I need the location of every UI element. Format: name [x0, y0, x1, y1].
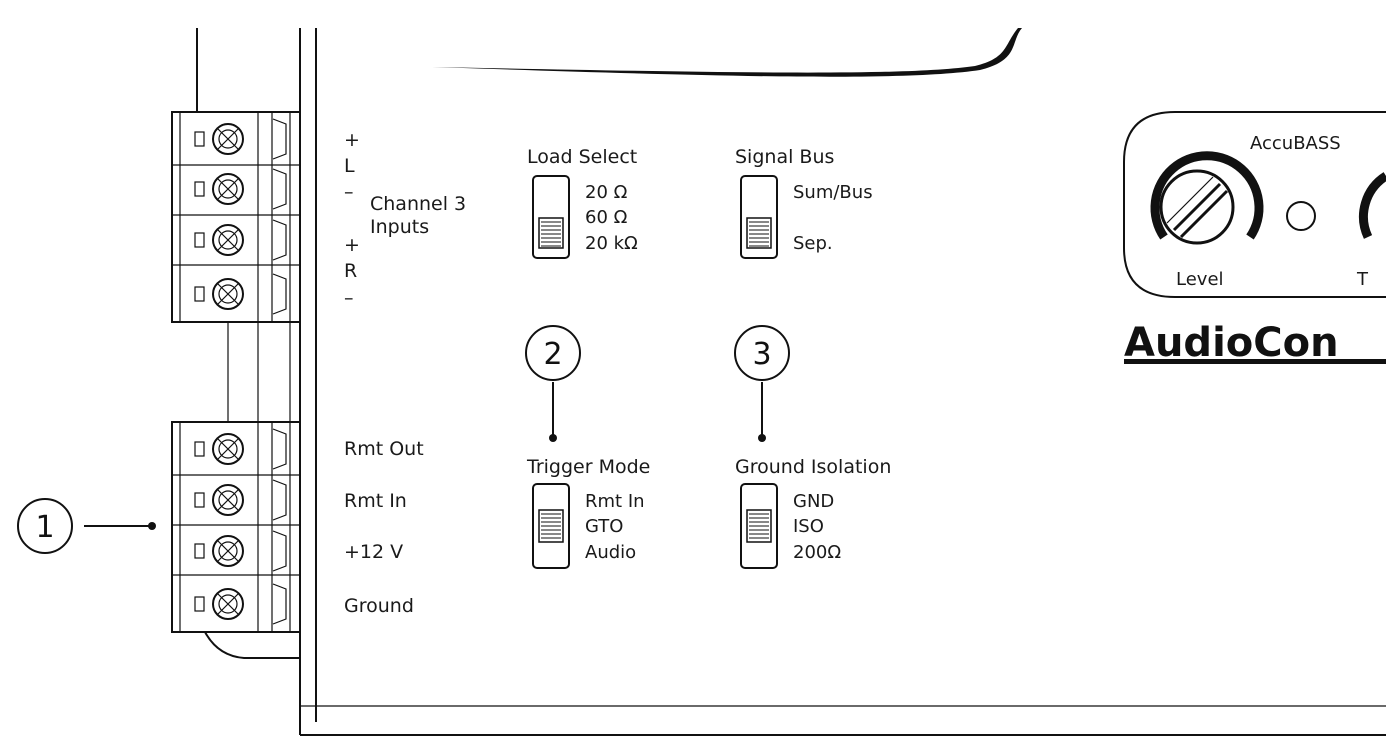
- screw-terminal[interactable]: [194, 273, 287, 315]
- screw-terminal[interactable]: [194, 428, 287, 470]
- brand-logo-text: AudioCon: [1124, 320, 1339, 366]
- callout-3-number: 3: [752, 337, 771, 372]
- trigger-mode-option: Rmt In: [585, 491, 645, 512]
- screw-terminal[interactable]: [194, 118, 287, 160]
- signal-bus-option: Sum/Bus: [793, 182, 873, 203]
- ground-isolation-option: ISO: [793, 516, 824, 537]
- channel3-minus-left: –: [344, 181, 354, 203]
- ground-isolation-title: Ground Isolation: [735, 456, 891, 478]
- brand-logo: AudioCon: [1124, 320, 1386, 366]
- signal-bus-title: Signal Bus: [735, 146, 834, 168]
- accubass-panel: AccuBASS Level T: [1123, 111, 1386, 298]
- accubass-title: AccuBASS: [1250, 133, 1341, 154]
- screw-terminal[interactable]: [194, 530, 287, 572]
- load-select-title: Load Select: [527, 146, 637, 168]
- signal-bus-option: Sep.: [793, 233, 833, 254]
- load-select-slider[interactable]: [538, 217, 564, 249]
- terminal-block-channel3: [171, 111, 301, 323]
- terminal-label-ground: Ground: [344, 595, 414, 617]
- load-select-switch-group: Load Select 20 Ω 60 Ω 20 kΩ: [527, 146, 638, 259]
- ground-isolation-option: GND: [793, 491, 834, 512]
- callout-2-number: 2: [543, 337, 562, 372]
- load-select-option: 60 Ω: [585, 207, 628, 228]
- callout-1-number: 1: [35, 510, 54, 545]
- screw-terminal[interactable]: [194, 583, 287, 625]
- load-select-switch[interactable]: [532, 175, 570, 259]
- indicator-led: [1286, 201, 1316, 231]
- terminal-label-rmt-out: Rmt Out: [344, 438, 424, 460]
- channel3-minus-right: –: [344, 287, 354, 309]
- channel3-inputs-label-2: Inputs: [370, 216, 429, 238]
- second-knob[interactable]: [1358, 172, 1386, 239]
- channel3-left-label: L: [344, 155, 355, 177]
- trigger-mode-title: Trigger Mode: [526, 456, 650, 478]
- trigger-mode-option: GTO: [585, 516, 623, 537]
- level-knob-label: Level: [1176, 269, 1224, 290]
- channel3-right-label: R: [344, 260, 357, 282]
- channel3-inputs-label: Channel 3: [370, 193, 466, 215]
- trigger-mode-switch-group: Trigger Mode Rmt In GTO Audio: [526, 456, 650, 569]
- trigger-mode-switch[interactable]: [532, 483, 570, 569]
- terminal-label-12v: +12 V: [344, 541, 403, 563]
- level-knob[interactable]: [1150, 151, 1264, 245]
- callout-2: 2: [525, 325, 581, 442]
- channel3-plus-left: +: [344, 129, 360, 151]
- signal-bus-switch[interactable]: [740, 175, 778, 259]
- ground-isolation-switch-group: Ground Isolation GND ISO 200Ω: [735, 456, 891, 569]
- chassis-outline: [196, 28, 1386, 736]
- terminal-label-rmt-in: Rmt In: [344, 490, 407, 512]
- panel-curve: [432, 28, 1022, 77]
- ground-isolation-switch[interactable]: [740, 483, 778, 569]
- terminal-block-power: [171, 421, 301, 633]
- load-select-option: 20 kΩ: [585, 233, 638, 254]
- trigger-mode-option: Audio: [585, 542, 636, 563]
- callout-1: 1: [17, 498, 156, 554]
- channel3-plus-right: +: [344, 234, 360, 256]
- screw-terminal[interactable]: [194, 479, 287, 521]
- second-knob-label: T: [1356, 269, 1369, 290]
- screw-terminal[interactable]: [194, 168, 287, 210]
- callout-3: 3: [734, 325, 790, 442]
- signal-bus-switch-group: Signal Bus Sum/Bus Sep.: [735, 146, 873, 259]
- signal-bus-slider[interactable]: [746, 217, 772, 249]
- ground-isolation-option: 200Ω: [793, 542, 841, 563]
- screw-terminal[interactable]: [194, 219, 287, 261]
- load-select-option: 20 Ω: [585, 182, 628, 203]
